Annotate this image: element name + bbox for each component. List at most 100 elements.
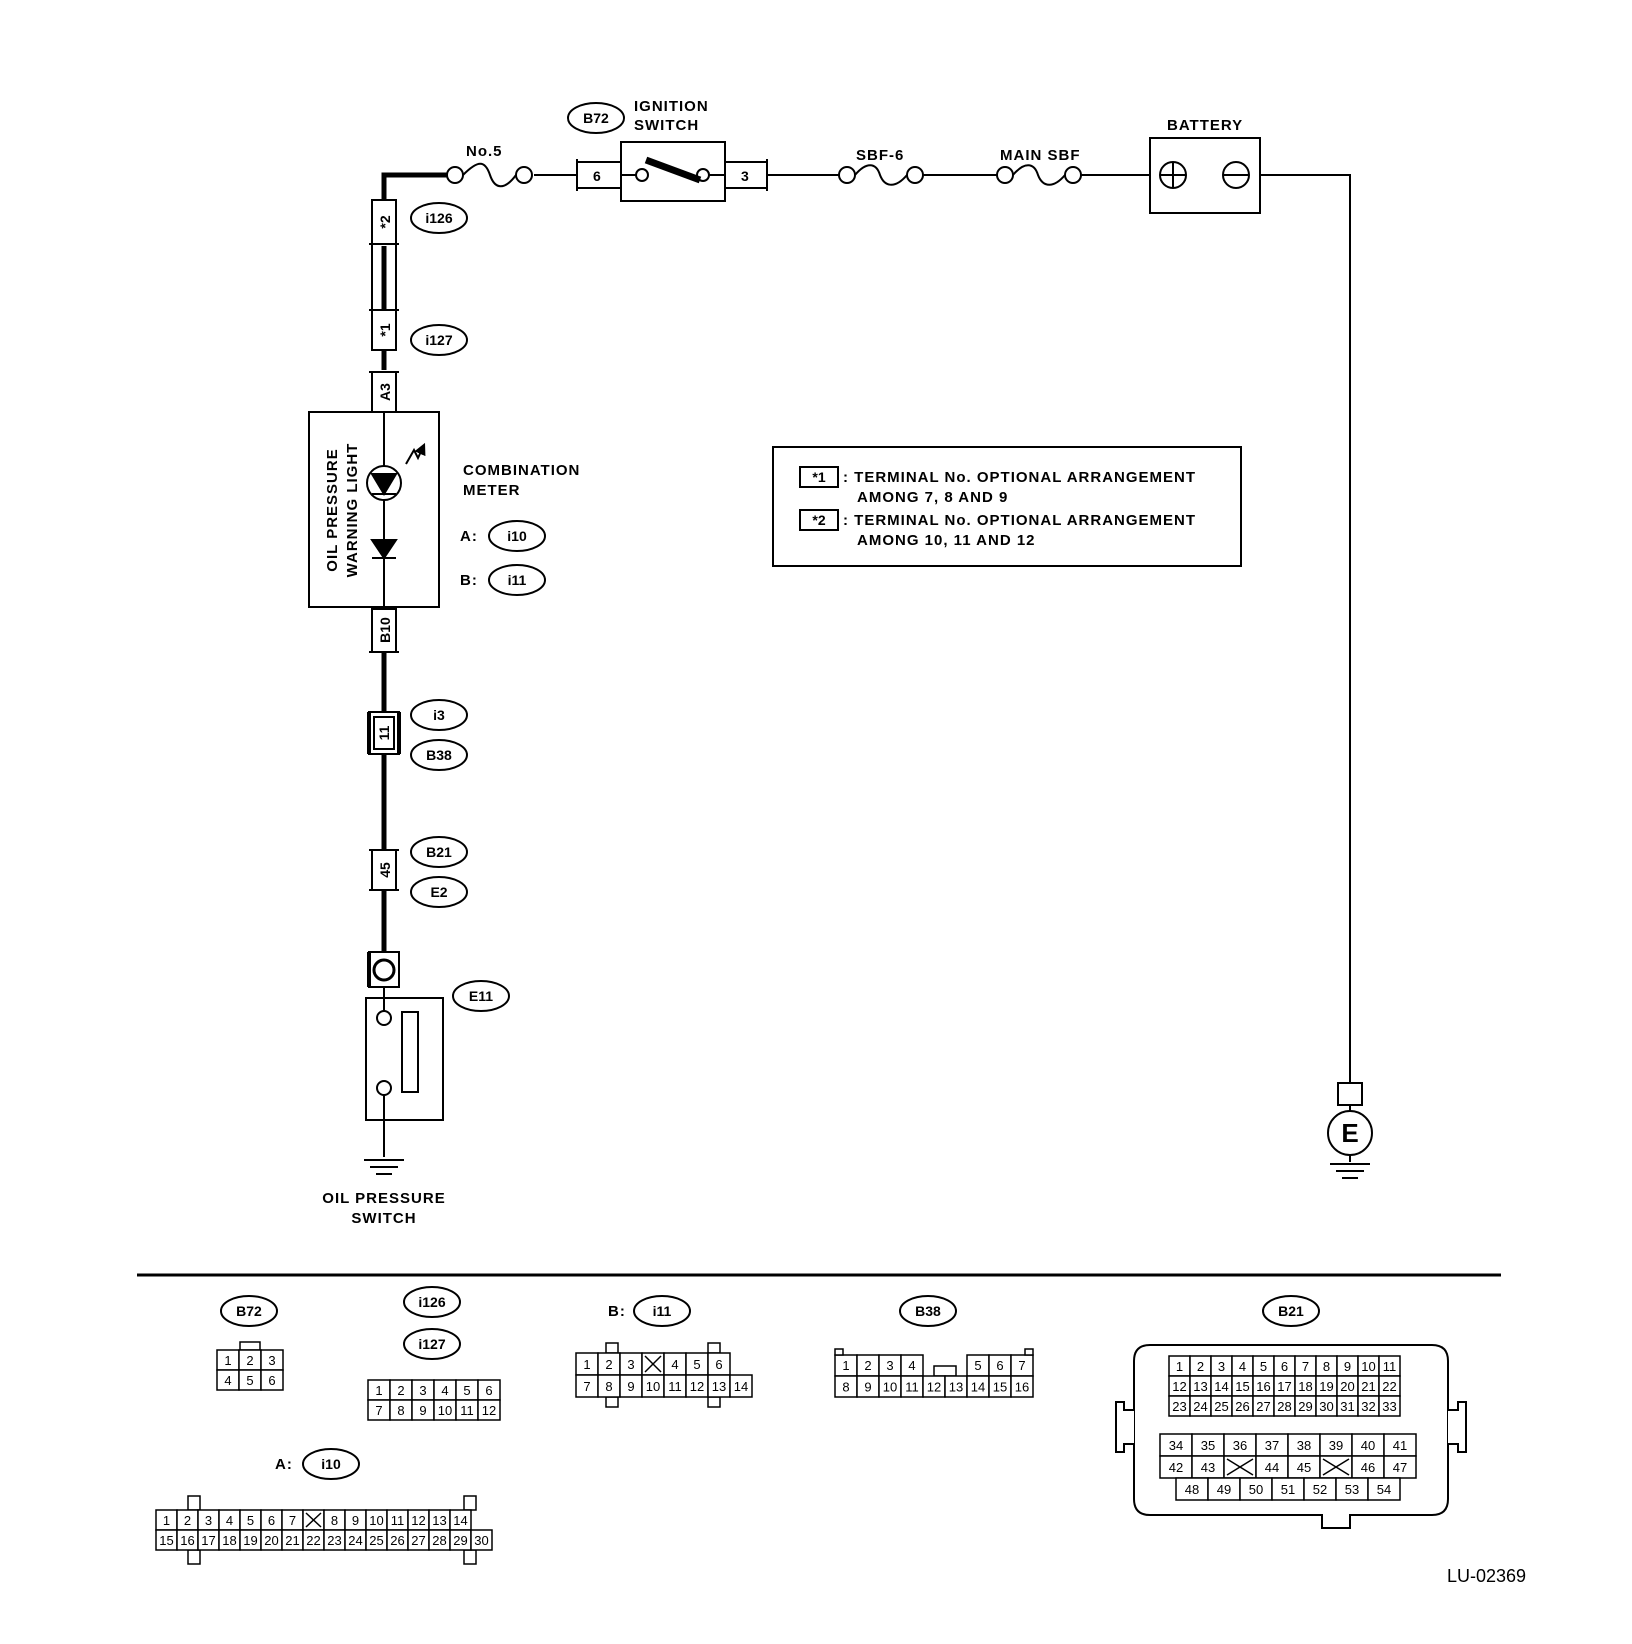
connector-pin: 21: [281, 1529, 304, 1551]
connector-i3-b38: [367, 711, 401, 755]
svg-text:5: 5: [1260, 1359, 1267, 1374]
connector-pin: 33: [1378, 1395, 1401, 1417]
svg-text:B21: B21: [1278, 1303, 1304, 1319]
svg-text:16: 16: [180, 1533, 194, 1548]
connector-b72-tag: B72: [567, 102, 625, 134]
svg-text:E11: E11: [469, 988, 493, 1004]
svg-text:B72: B72: [236, 1303, 262, 1319]
svg-text:28: 28: [432, 1533, 446, 1548]
connector-pin: 11: [1378, 1355, 1401, 1377]
connector-pin: 20: [1336, 1375, 1359, 1397]
connector-pin: 6: [988, 1354, 1012, 1377]
connector-pin: 43: [1191, 1455, 1225, 1479]
svg-text:2: 2: [397, 1383, 404, 1398]
svg-text:4: 4: [908, 1358, 915, 1373]
combination-meter: [308, 411, 440, 608]
connector-pin: 5: [239, 1509, 262, 1531]
connector-pin: 9: [344, 1509, 367, 1531]
svg-text:2: 2: [1197, 1359, 1204, 1374]
connector-pin: 18: [218, 1529, 241, 1551]
svg-text:24: 24: [1193, 1399, 1207, 1414]
svg-text:i127: i127: [425, 332, 452, 348]
terminal-3: 3: [741, 168, 749, 184]
svg-text:16: 16: [1256, 1379, 1270, 1394]
svg-text:18: 18: [1298, 1379, 1312, 1394]
connector-pin: 12: [922, 1375, 946, 1398]
connector-pin: 4: [218, 1509, 241, 1531]
svg-text:E2: E2: [430, 884, 447, 900]
connector-pin: 10: [878, 1375, 902, 1398]
svg-text:14: 14: [734, 1379, 748, 1394]
svg-text:5: 5: [247, 1513, 254, 1528]
terminal-b10: B10: [377, 617, 393, 643]
oil-pressure-switch-label-2: SWITCH: [351, 1210, 416, 1227]
ground-icon: [364, 1159, 404, 1175]
meter-a-prefix: A:: [460, 528, 478, 545]
connector-pin: 52: [1303, 1477, 1337, 1501]
svg-text:27: 27: [411, 1533, 425, 1548]
connector-key: [933, 1365, 957, 1377]
svg-text:37: 37: [1265, 1438, 1279, 1453]
connector-pin: 6: [477, 1379, 501, 1401]
svg-text:21: 21: [285, 1533, 299, 1548]
connector-pin: 13: [1189, 1375, 1212, 1397]
svg-text:i3: i3: [433, 707, 445, 723]
connector-pin: 29: [449, 1529, 472, 1551]
connector-pin: 12: [407, 1509, 430, 1531]
svg-text:38: 38: [1297, 1438, 1311, 1453]
connector-pin: 23: [1168, 1395, 1191, 1417]
svg-text:17: 17: [1277, 1379, 1291, 1394]
connector-pin: 5: [455, 1379, 479, 1401]
svg-text:8: 8: [842, 1380, 849, 1395]
svg-text:20: 20: [1340, 1379, 1354, 1394]
svg-text:54: 54: [1377, 1482, 1391, 1497]
connector-pin: 9: [619, 1374, 643, 1398]
svg-text:B38: B38: [915, 1303, 941, 1319]
connector-b21-tag: B21: [410, 836, 468, 868]
svg-text:3: 3: [419, 1383, 426, 1398]
connector-pin: 46: [1351, 1455, 1385, 1479]
connector-pin: [641, 1352, 665, 1376]
svg-text:6: 6: [715, 1357, 722, 1372]
svg-text:28: 28: [1277, 1399, 1291, 1414]
connector-pin: 49: [1207, 1477, 1241, 1501]
svg-text:8: 8: [605, 1379, 612, 1394]
warning-light-label-1: OIL PRESSURE: [324, 448, 341, 571]
svg-text:1: 1: [163, 1513, 170, 1528]
connector-pin: 8: [389, 1399, 413, 1421]
svg-text:12: 12: [927, 1380, 941, 1395]
svg-text:2: 2: [864, 1358, 871, 1373]
connector-pin: 1: [575, 1352, 599, 1376]
note-2-line-1: : TERMINAL No. OPTIONAL ARRANGEMENT: [843, 512, 1196, 529]
connector-pin: 10: [433, 1399, 457, 1421]
connector-pin: 5: [966, 1354, 990, 1377]
terminal-6: 6: [593, 168, 601, 184]
terminal-45: 45: [377, 862, 393, 878]
svg-text:36: 36: [1233, 1438, 1247, 1453]
svg-text:24: 24: [348, 1533, 362, 1548]
connector-pin: 10: [365, 1509, 388, 1531]
svg-text:2: 2: [605, 1357, 612, 1372]
connector-pin: 24: [344, 1529, 367, 1551]
connector-pin: 40: [1351, 1433, 1385, 1457]
svg-text:27: 27: [1256, 1399, 1270, 1414]
svg-text:2: 2: [184, 1513, 191, 1528]
svg-text:6: 6: [485, 1383, 492, 1398]
svg-text:7: 7: [289, 1513, 296, 1528]
connector-pin: 15: [155, 1529, 178, 1551]
connector-pin: 1: [834, 1354, 858, 1377]
svg-text:11: 11: [460, 1403, 474, 1418]
svg-text:17: 17: [201, 1533, 215, 1548]
connector-b10: [369, 608, 399, 653]
svg-text:26: 26: [390, 1533, 404, 1548]
svg-text:48: 48: [1185, 1482, 1199, 1497]
ignition-switch-label-2: SWITCH: [634, 117, 699, 134]
svg-text:34: 34: [1169, 1438, 1183, 1453]
connector-pin: 3: [260, 1349, 284, 1371]
svg-text:1: 1: [1176, 1359, 1183, 1374]
connector-pin: [1319, 1455, 1353, 1479]
